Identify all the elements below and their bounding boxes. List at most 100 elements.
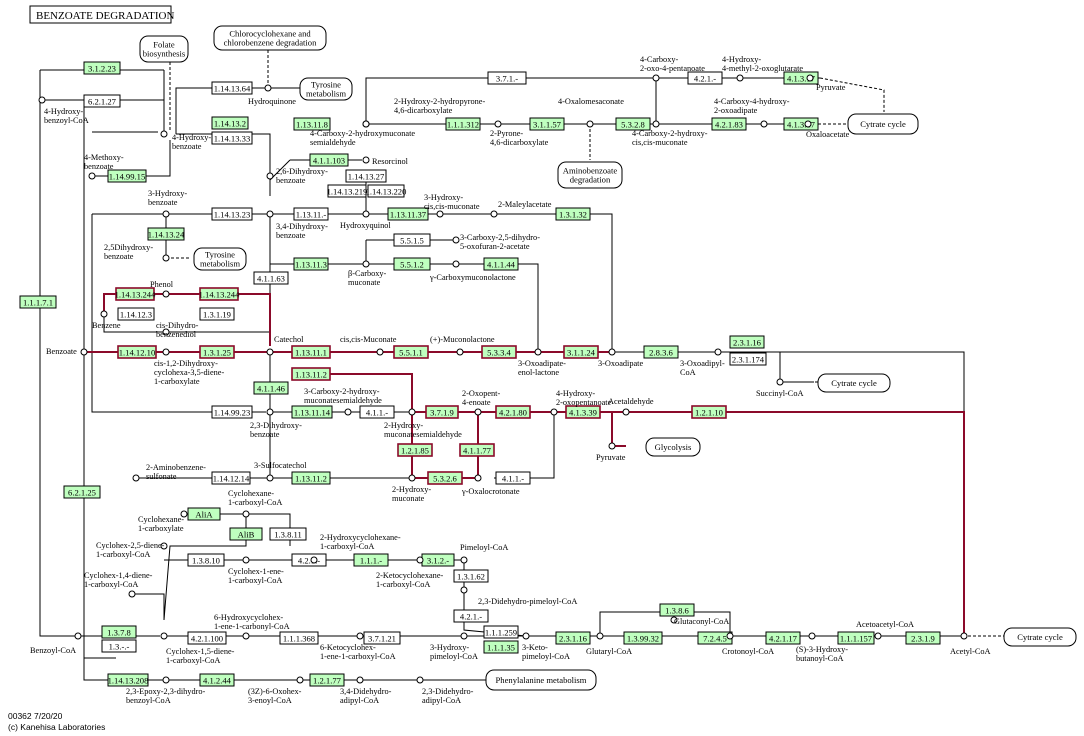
enzyme-box[interactable]: 4.2.1.-: [291, 553, 327, 567]
compound-node[interactable]: [362, 210, 370, 218]
enzyme-box[interactable]: 5.5.1.1: [393, 345, 429, 359]
compound-node[interactable]: [362, 156, 370, 164]
compound-node[interactable]: [456, 348, 464, 356]
compound[interactable]: cis-Dihydro-benzenediol: [156, 321, 199, 339]
compound-node[interactable]: [80, 348, 88, 356]
compound-node[interactable]: [162, 254, 170, 262]
enzyme-box[interactable]: 7.2.4.5: [697, 631, 733, 645]
enzyme-box[interactable]: 1.14.13.219: [327, 184, 368, 198]
enzyme-box[interactable]: 1.13.11.14: [291, 405, 333, 419]
enzyme-box[interactable]: 3.1.2.-: [421, 553, 455, 567]
compound[interactable]: 4-Hydroxy-4-methyl-2-oxoglutarate: [722, 55, 803, 82]
compound[interactable]: Cyclohexane-1-carboxyl-CoA: [228, 489, 282, 518]
compound-node[interactable]: [132, 474, 140, 482]
compound[interactable]: 2-Maleylacetate: [490, 200, 552, 218]
compound[interactable]: Cyclohex-1,5-diene-1-carboxyl-CoA: [160, 632, 235, 665]
compound[interactable]: 3,4-Dihydroxy-benzoate: [266, 210, 328, 240]
enzyme-box[interactable]: 1.14.13.24: [147, 227, 185, 241]
enzyme-box[interactable]: 1.3.7.8: [101, 625, 137, 639]
compound[interactable]: Cyclohex-1-ene-1-carboxyl-CoA: [228, 556, 284, 585]
compound[interactable]: 2,3-Epoxy-2,3-dihydro-benzoyl-CoA: [126, 676, 206, 705]
compound[interactable]: 2-Pyrone-4,6-dicarboxylate: [490, 120, 549, 147]
compound[interactable]: 3-Hydroxy-cis,cis-muconate: [424, 193, 480, 218]
compound-node[interactable]: [160, 130, 168, 138]
compound-node[interactable]: [714, 348, 722, 356]
compound[interactable]: 2,3-Didehydro-pimeloyl-CoA: [460, 586, 577, 606]
compound-node[interactable]: [266, 474, 274, 482]
compound-node[interactable]: [362, 260, 370, 268]
compound-node[interactable]: [608, 442, 616, 450]
compound-node[interactable]: [460, 556, 468, 564]
compound[interactable]: cis,cis-Muconate: [340, 335, 397, 356]
compound-node[interactable]: [162, 676, 170, 684]
enzyme-box[interactable]: 4.2.1.-: [453, 609, 489, 623]
compound-node[interactable]: [162, 328, 170, 336]
enzyme-box[interactable]: 3.7.1.21: [363, 631, 401, 645]
compound[interactable]: 4-Carboxy-2-oxo-4-pentanoate: [640, 55, 705, 82]
compound[interactable]: Acetyl-CoA: [950, 632, 991, 656]
compound-node[interactable]: [242, 556, 250, 564]
enzyme-box[interactable]: 1.1.1.259: [483, 625, 519, 639]
enzyme-box[interactable]: 1.13.11.37: [387, 207, 429, 221]
compound[interactable]: β-Carboxy-muconate: [348, 260, 387, 287]
enzyme-box[interactable]: 4.1.2.44: [199, 673, 235, 687]
compound[interactable]: 4-Hydroxy-benzoate: [160, 130, 211, 151]
compound-node[interactable]: [452, 260, 460, 268]
map-link[interactable]: Cytrate cycle: [1003, 627, 1077, 647]
enzyme-box[interactable]: 1.14.13.2: [211, 116, 249, 130]
compound[interactable]: 2,3-Didehydro-adipyl-CoA: [416, 676, 474, 705]
compound-node[interactable]: [264, 84, 272, 92]
compound[interactable]: Pyruvate: [806, 74, 846, 92]
enzyme-box[interactable]: 5.3.2.6: [427, 471, 463, 485]
enzyme-box[interactable]: AliB: [229, 527, 263, 541]
enzyme-box[interactable]: AliA: [187, 507, 221, 521]
enzyme-box[interactable]: 1.2.1.10: [691, 405, 727, 419]
compound[interactable]: 4-Carboxy-2-hydroxy-cis,cis-muconate: [632, 120, 708, 147]
compound-node[interactable]: [586, 120, 594, 128]
enzyme-box[interactable]: 5.3.3.4: [481, 345, 517, 359]
compound[interactable]: (+)-Muconolactone: [430, 335, 495, 356]
compound-node[interactable]: [74, 632, 82, 640]
enzyme-box[interactable]: 4.1.1.-: [495, 471, 531, 485]
enzyme-box[interactable]: 1.14.12.3: [117, 307, 155, 321]
compound[interactable]: 4-Hydroxy-benzoyl-CoA: [38, 96, 89, 125]
compound[interactable]: Benzoate: [46, 347, 88, 356]
compound[interactable]: 3-Sulfocatechol: [254, 461, 307, 482]
enzyme-box[interactable]: 5.5.1.2: [393, 257, 431, 271]
compound-node[interactable]: [622, 408, 630, 416]
enzyme-box[interactable]: 5.5.1.5: [393, 233, 431, 247]
enzyme-box[interactable]: 2.3.1.174: [729, 352, 767, 366]
compound[interactable]: Oxaloacetate: [804, 120, 850, 139]
compound[interactable]: 4-Methoxy-benzoate: [84, 153, 124, 180]
enzyme-box[interactable]: 1.3.-.-: [101, 639, 137, 653]
compound-node[interactable]: [416, 556, 424, 564]
compound[interactable]: 4-Hydroxy-2-oxopentanoate: [550, 389, 612, 416]
enzyme-box[interactable]: 2.8.3.6: [643, 345, 679, 359]
enzyme-box[interactable]: 1.3.8.11: [269, 527, 307, 541]
enzyme-box[interactable]: 3.7.1.9: [425, 405, 459, 419]
compound-node[interactable]: [266, 210, 274, 218]
compound-node[interactable]: [160, 632, 168, 640]
compound-node[interactable]: [266, 172, 274, 180]
compound-node[interactable]: [550, 408, 558, 416]
enzyme-box[interactable]: 4.1.3.17: [783, 117, 819, 131]
enzyme-box[interactable]: 1.14.12.14: [211, 471, 251, 485]
enzyme-box[interactable]: 1.13.11.8: [293, 117, 331, 131]
compound[interactable]: 3-Carboxy-2,5-dihydro-5-oxofuran-2-aceta…: [452, 233, 540, 251]
enzyme-box[interactable]: 1.3.1.32: [555, 207, 591, 221]
enzyme-box[interactable]: 1.13.11.-: [293, 207, 329, 221]
compound[interactable]: 2,5Dihydroxy-benzoate: [104, 243, 170, 262]
enzyme-box[interactable]: 1.14.99.23: [211, 405, 253, 419]
compound-node[interactable]: [452, 236, 460, 244]
compound-node[interactable]: [356, 676, 364, 684]
compound-node[interactable]: [362, 120, 370, 128]
compound-node[interactable]: [474, 408, 482, 416]
compound-node[interactable]: [808, 632, 816, 640]
enzyme-box[interactable]: 4.1.1.46: [253, 381, 289, 395]
compound[interactable]: 6-Ketocyclohex-1-ene-1-carboxyl-CoA: [320, 632, 396, 661]
compound[interactable]: 2-Aminobenzene-sulfonate: [132, 463, 206, 482]
compound[interactable]: Acetaldehyde: [608, 397, 654, 416]
compound[interactable]: Crotonoyl-CoA: [722, 632, 774, 656]
compound[interactable]: Benzene: [92, 310, 121, 330]
